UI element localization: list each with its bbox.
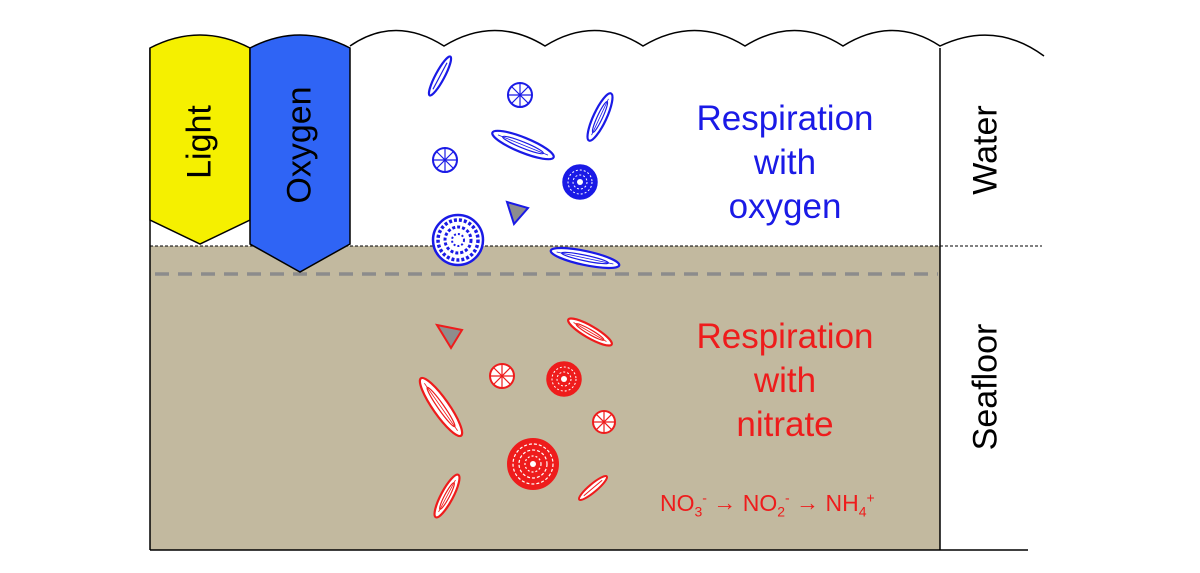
nitrate-respiration-text: Respiration with nitrate bbox=[680, 315, 890, 447]
water-zone-label: Water bbox=[966, 105, 1005, 195]
blue-pennate-diatom-1 bbox=[427, 55, 453, 97]
blue-centric-diatom-2 bbox=[432, 147, 458, 173]
blue-pennate-diatom-4 bbox=[549, 246, 621, 270]
red-pennate-diatom-2 bbox=[418, 376, 464, 438]
red-filled-centric-diatom bbox=[546, 361, 582, 397]
oxygen-respiration-text: Respiration with oxygen bbox=[680, 97, 890, 229]
red-centric-diatom-1 bbox=[489, 363, 515, 389]
blue-triangle-particle bbox=[505, 200, 530, 226]
arrow-icon: → bbox=[713, 489, 737, 516]
red-pennate-diatom-4 bbox=[577, 475, 609, 501]
red-pennate-diatom-3 bbox=[433, 473, 461, 519]
ammonium-formula: NH4+ bbox=[825, 489, 875, 520]
nitrate-respiration-line-3: nitrate bbox=[736, 405, 834, 444]
light-bar bbox=[149, 34, 251, 245]
water-surface-waves bbox=[349, 29, 1045, 57]
red-centric-diatom-2 bbox=[592, 410, 616, 434]
oxygen-bar bbox=[249, 34, 351, 273]
nitrite-formula: NO2- bbox=[742, 489, 790, 520]
blue-pennate-diatom-3 bbox=[491, 129, 555, 161]
oxygen-respiration-line-2: with bbox=[753, 143, 817, 182]
red-pennate-diatom-1 bbox=[567, 317, 613, 347]
oxygen-label: Oxygen bbox=[280, 86, 319, 204]
seafloor-zone-label: Seafloor bbox=[966, 323, 1005, 451]
oxygen-respiration-line-3: oxygen bbox=[728, 187, 842, 226]
light-label: Light bbox=[180, 105, 219, 179]
nitrate-formula: NO3- bbox=[660, 489, 707, 520]
arrow-icon: → bbox=[796, 489, 820, 516]
blue-filled-centric-diatom bbox=[562, 164, 598, 200]
nitrogen-reduction-equation: NO3- → NO2- → NH4+ bbox=[660, 489, 875, 519]
nitrate-respiration-line-1: Respiration bbox=[696, 317, 874, 356]
blue-large-centric-diatom bbox=[431, 213, 485, 267]
nitrate-respiration-line-2: with bbox=[753, 361, 817, 400]
blue-centric-diatom-1 bbox=[507, 82, 533, 108]
red-large-centric-diatom bbox=[507, 438, 559, 490]
blue-pennate-diatom-2 bbox=[586, 92, 614, 142]
seafloor-sediment bbox=[150, 246, 940, 550]
red-triangle-particle bbox=[434, 323, 464, 350]
oxygen-respiration-line-1: Respiration bbox=[696, 99, 874, 138]
